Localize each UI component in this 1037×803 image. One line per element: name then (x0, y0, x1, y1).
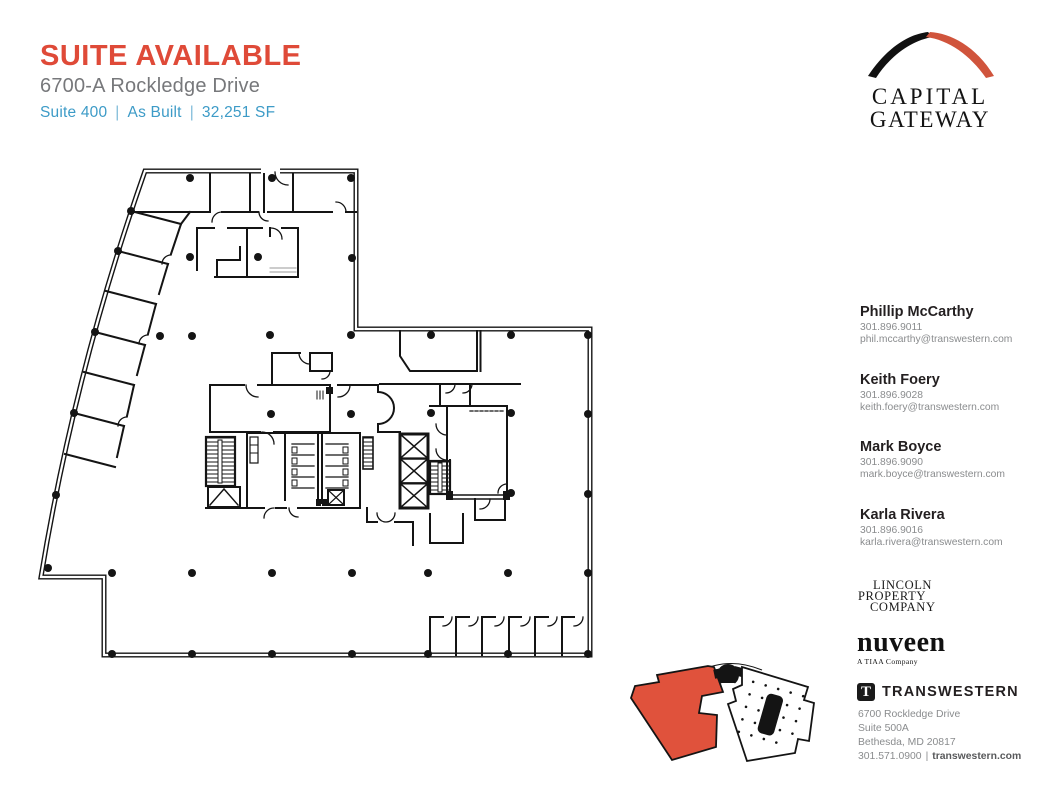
nuveen-logo: nuveen A TIAA Company (857, 627, 946, 667)
nuveen-wordmark: nuveen (857, 627, 946, 658)
elevator-bank (398, 432, 430, 510)
room-cluster-top (196, 227, 299, 278)
floor-plan (18, 143, 615, 675)
contact-name: Keith Foery (860, 372, 940, 388)
contact-email: mark.boyce@transwestern.com (860, 468, 1005, 480)
keyplan-building-b (726, 665, 815, 763)
address-line4: 301.571.0900|transwestern.com (858, 750, 1021, 764)
suite-area: 32,251 SF (201, 104, 276, 121)
key-plan (628, 648, 823, 788)
closet (207, 486, 241, 508)
building-address: 6700-A Rockledge Drive (40, 75, 261, 97)
contact-name: Karla Rivera (860, 507, 945, 523)
separator: | (115, 104, 120, 121)
rooms-band-right (379, 383, 521, 412)
diagonal-offices (63, 209, 192, 469)
separator: | (925, 751, 929, 762)
lincoln-line3: COMPANY (870, 600, 936, 614)
contact-email: phil.mccarthy@transwestern.com (860, 333, 1013, 345)
top-band-offices (132, 171, 357, 223)
brand-line1: CAPITAL (871, 84, 989, 109)
exterior-walls (38, 168, 593, 658)
column-grid (44, 174, 592, 658)
contact-phone: 301.896.9011 (860, 322, 923, 333)
contact-card: Karla Rivera 301.896.9016 karla.rivera@t… (860, 507, 1030, 548)
separator: | (189, 104, 194, 121)
address-line1: 6700 Rockledge Drive (858, 709, 961, 720)
footer-phone: 301.571.0900 (858, 751, 922, 762)
core-bottom-wall (205, 507, 464, 546)
rooms-above-core (271, 352, 333, 386)
service-shaft (327, 489, 345, 506)
contact-name: Phillip McCarthy (860, 304, 974, 320)
conference-room (435, 405, 510, 521)
footer-website: transwestern.com (932, 751, 1022, 762)
contact-card: Mark Boyce 301.896.9090 mark.boyce@trans… (860, 439, 1030, 480)
keyplan-building-a-highlighted (630, 665, 725, 762)
contact-phone: 301.896.9028 (860, 390, 923, 401)
address-line2: Suite 500A (858, 723, 909, 734)
footer-address: 6700 Rockledge Drive Suite 500A Bethesda… (858, 708, 1021, 764)
key-plan-drawing (630, 662, 815, 763)
restrooms (246, 432, 374, 509)
floor-plan-drawing (38, 168, 593, 658)
transwestern-wordmark: TRANSWESTERN (882, 684, 1019, 700)
contact-email: keith.foery@transwestern.com (860, 401, 1000, 413)
bottom-office-band (429, 616, 584, 656)
contact-phone: 301.896.9016 (860, 525, 923, 536)
lincoln-property-logo: LINCOLN PROPERTY COMPANY (858, 578, 936, 614)
transwestern-logo: T TRANSWESTERN (857, 683, 1019, 701)
lincoln-line1: LINCOLN (873, 578, 933, 592)
room-top-right (399, 330, 482, 372)
contact-card: Keith Foery 301.896.9028 keith.foery@tra… (860, 372, 1030, 413)
contact-email: karla.rivera@transwestern.com (860, 536, 1003, 548)
nuveen-tagline: A TIAA Company (857, 657, 918, 666)
contact-card: Phillip McCarthy 301.896.9011 phil.mccar… (860, 304, 1030, 345)
suite-condition: As Built (127, 104, 182, 121)
contact-phone: 301.896.9090 (860, 457, 923, 468)
core-upper-rooms (209, 384, 401, 445)
page-title: SUITE AVAILABLE (40, 40, 302, 72)
capital-gateway-arch-icon (868, 32, 994, 78)
suite-number: Suite 400 (40, 104, 108, 121)
contact-name: Mark Boyce (860, 439, 942, 455)
brand-line2: GATEWAY (869, 107, 991, 133)
capital-gateway-logo: CAPITAL GATEWAY (850, 30, 1010, 132)
keyplan-rotunda (713, 664, 744, 693)
address-line3: Bethesda, MD 20817 (858, 737, 956, 748)
transwestern-t-icon: T (857, 683, 875, 701)
suite-info-line: Suite 400 | As Built | 32,251 SF (40, 104, 275, 122)
stair-west (204, 435, 237, 488)
lincoln-line2: PROPERTY (858, 589, 926, 603)
